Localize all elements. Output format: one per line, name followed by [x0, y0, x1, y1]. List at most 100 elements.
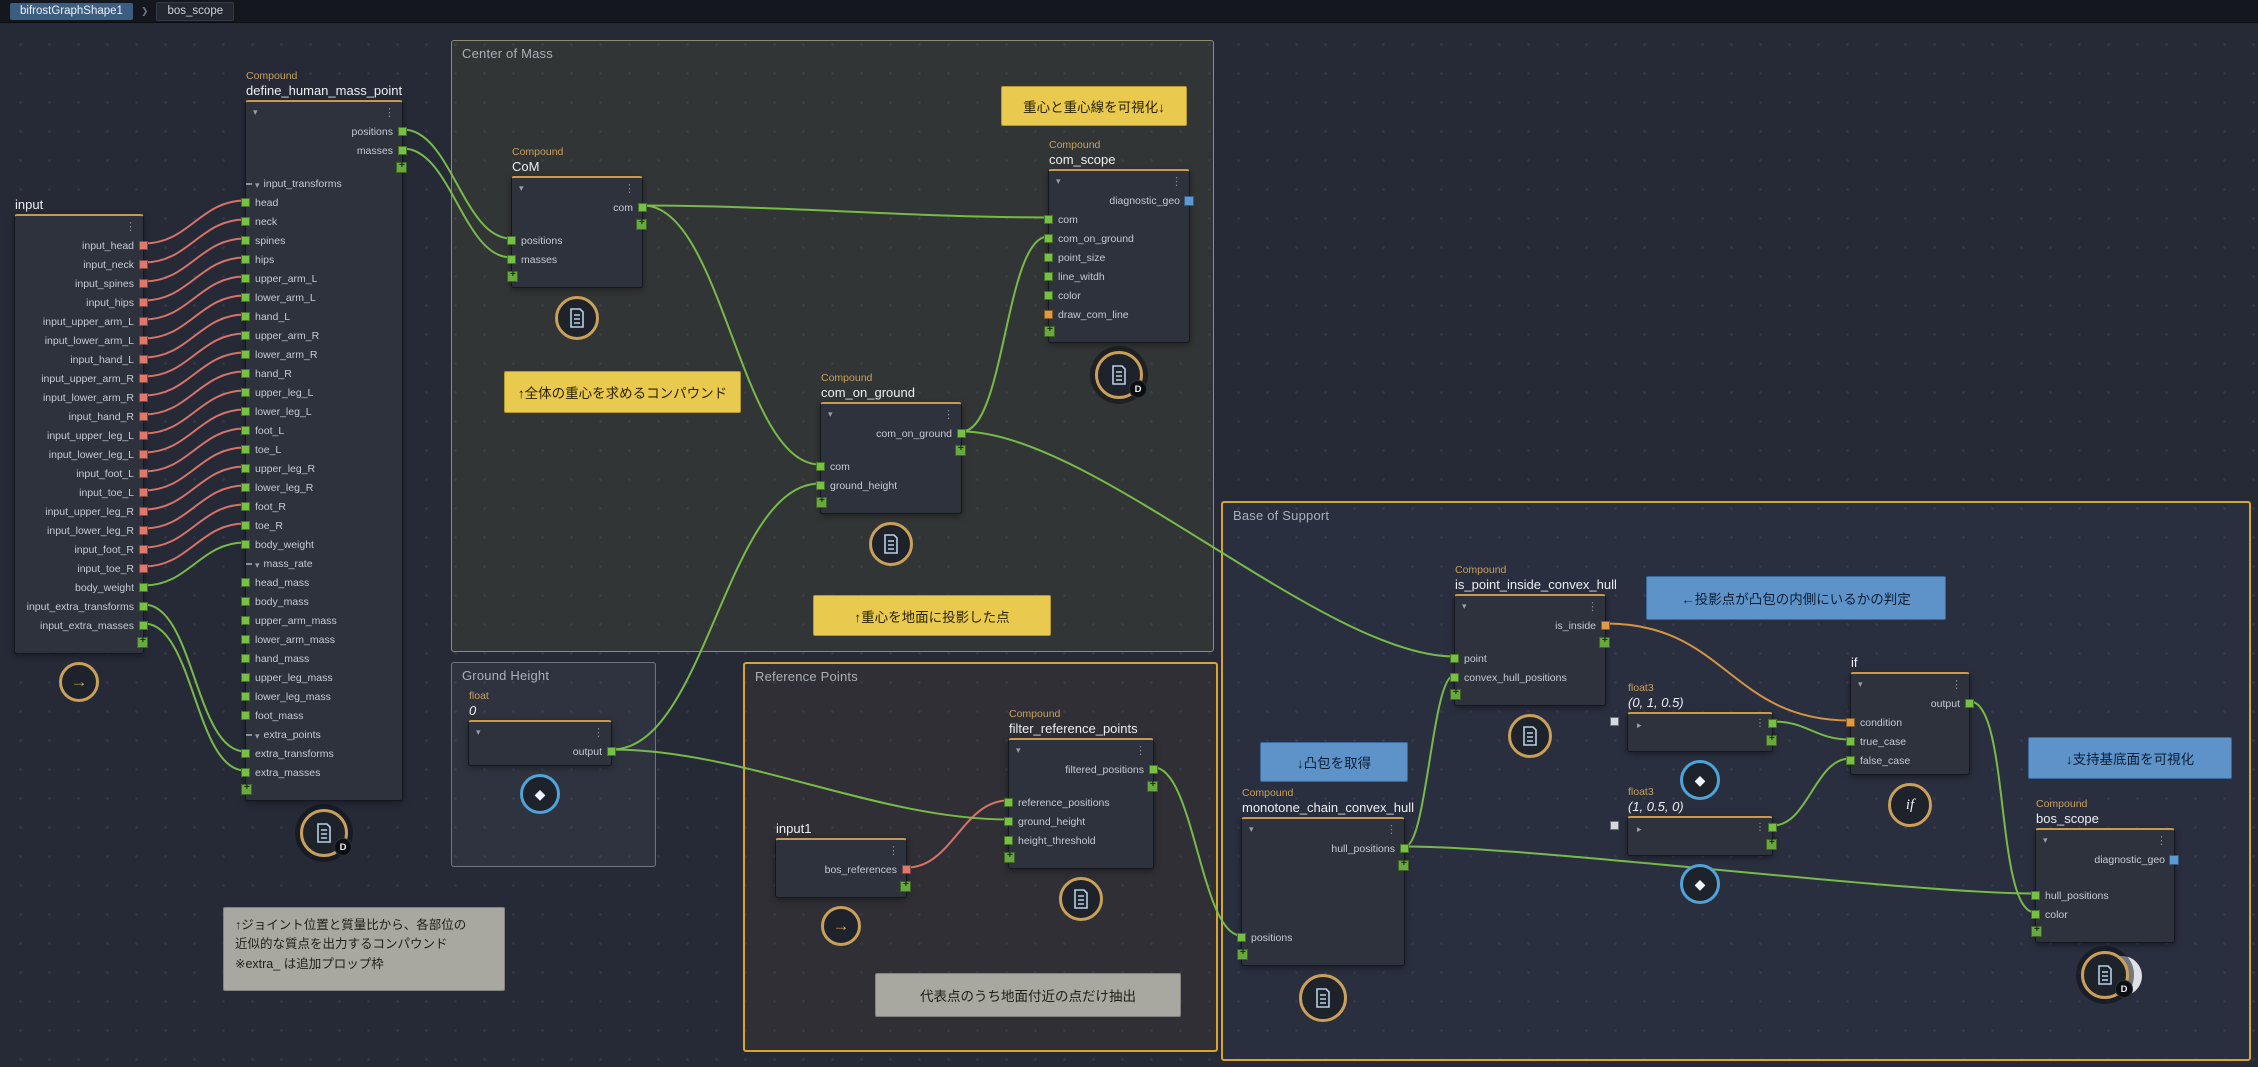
compound-node-icon[interactable]	[1508, 714, 1552, 758]
port-socket[interactable]	[241, 426, 250, 435]
port-socket[interactable]	[1149, 765, 1158, 774]
node-define-human-mass-point[interactable]: Compound define_human_mass_point ▾ ⋮ pos…	[241, 70, 407, 857]
port-socket[interactable]	[1044, 324, 1055, 337]
breadcrumb-current[interactable]: bos_scope	[156, 1, 235, 21]
node-if[interactable]: if ▾ ⋮ output condition true_case false_…	[1846, 656, 1974, 827]
port-socket[interactable]	[398, 127, 407, 136]
annotation-visualize-bos[interactable]: ↓支持基底面を可視化	[2028, 737, 2232, 779]
port-socket[interactable]	[507, 255, 516, 264]
port-socket[interactable]	[137, 635, 148, 648]
wire[interactable]	[143, 237, 246, 283]
node-com-scope[interactable]: Compound com_scope ▾ ⋮ diagnostic_geo co…	[1044, 139, 1194, 399]
port-socket[interactable]	[1147, 779, 1158, 792]
kebab-menu-icon[interactable]: ⋮	[943, 408, 954, 421]
wire[interactable]	[642, 204, 821, 466]
wire[interactable]	[611, 748, 1009, 821]
coll apse-caret-icon[interactable]: ▾	[1056, 175, 1061, 186]
port-socket[interactable]	[1965, 699, 1974, 708]
wire[interactable]	[961, 430, 1455, 658]
port-socket[interactable]	[241, 312, 250, 321]
port-socket[interactable]	[241, 673, 250, 682]
port-socket[interactable]	[139, 412, 148, 421]
port-socket[interactable]	[139, 545, 148, 554]
compound-node-icon[interactable]	[869, 522, 913, 566]
wire[interactable]	[143, 465, 246, 511]
port-socket[interactable]	[241, 692, 250, 701]
value-node-icon[interactable]: ◆	[520, 774, 560, 814]
wire[interactable]	[143, 332, 246, 378]
port-socket[interactable]	[638, 203, 647, 212]
port-socket[interactable]	[241, 388, 250, 397]
port-socket[interactable]	[1450, 654, 1459, 663]
wire[interactable]	[1153, 766, 1242, 937]
port-socket[interactable]	[1044, 253, 1053, 262]
node-float3-b[interactable]: float3 (1, 0.5, 0) ◆	[1610, 786, 1777, 904]
port-socket[interactable]	[241, 749, 250, 758]
node-input[interactable]: input ⋮ input_head input_neck input_spin…	[14, 198, 148, 702]
port-socket[interactable]	[241, 350, 250, 359]
collapse-caret-icon[interactable]: ▾	[1016, 744, 1021, 755]
port-socket[interactable]	[241, 407, 250, 416]
port-socket[interactable]	[1237, 947, 1248, 960]
port-socket[interactable]	[2031, 924, 2042, 937]
port-socket[interactable]	[1450, 687, 1461, 700]
kebab-menu-icon[interactable]: ⋮	[2156, 834, 2167, 847]
port-socket[interactable]	[139, 355, 148, 364]
port-socket[interactable]	[241, 597, 250, 606]
port-socket[interactable]	[816, 481, 825, 490]
value-node-icon[interactable]: ◆	[1680, 760, 1720, 800]
group-center-of-mass[interactable]: Center of Mass	[451, 40, 1214, 652]
port-socket[interactable]	[139, 393, 148, 402]
port-socket[interactable]	[1044, 272, 1053, 281]
port-socket[interactable]	[241, 540, 250, 549]
collapse-caret-icon[interactable]: ▾	[2043, 834, 2048, 845]
wire[interactable]	[1605, 622, 1851, 722]
wire[interactable]	[143, 351, 246, 397]
wire[interactable]	[143, 603, 246, 753]
kebab-menu-icon[interactable]: ⋮	[1135, 744, 1146, 757]
enable-checkbox[interactable]	[1610, 717, 1619, 726]
annotation-inside-check[interactable]: ←投影点が凸包の内側にいるかの判定	[1646, 576, 1946, 620]
port-socket[interactable]	[139, 374, 148, 383]
port-socket[interactable]	[241, 578, 250, 587]
kebab-menu-icon[interactable]: ⋮	[624, 182, 635, 195]
node-com[interactable]: Compound CoM ▾ ⋮ com positions masses	[507, 146, 647, 340]
port-socket[interactable]	[1768, 823, 1777, 832]
port-socket[interactable]	[241, 654, 250, 663]
port-socket[interactable]	[241, 198, 250, 207]
port-socket[interactable]	[1044, 215, 1053, 224]
port-socket[interactable]	[139, 602, 148, 611]
port-socket[interactable]	[241, 502, 250, 511]
port-socket[interactable]	[139, 317, 148, 326]
port-socket[interactable]	[1768, 719, 1777, 728]
port-socket[interactable]	[1846, 756, 1855, 765]
port-socket[interactable]	[607, 747, 616, 756]
port-socket[interactable]	[636, 217, 647, 230]
wire[interactable]	[1969, 700, 2036, 914]
port-socket[interactable]	[241, 464, 250, 473]
port-socket[interactable]	[241, 293, 250, 302]
port-socket[interactable]	[139, 279, 148, 288]
port-socket[interactable]	[955, 443, 966, 456]
port-socket[interactable]	[507, 269, 518, 282]
port-socket[interactable]	[1450, 673, 1459, 682]
port-socket[interactable]	[139, 488, 148, 497]
wire[interactable]	[143, 313, 246, 359]
port-socket[interactable]	[241, 255, 250, 264]
port-socket[interactable]	[139, 298, 148, 307]
port-socket[interactable]	[139, 583, 148, 592]
compound-node-icon[interactable]	[555, 296, 599, 340]
port-socket[interactable]	[241, 711, 250, 720]
port-socket[interactable]	[1400, 844, 1409, 853]
port-socket[interactable]	[1004, 836, 1013, 845]
port-socket[interactable]	[241, 483, 250, 492]
port-socket[interactable]	[241, 616, 250, 625]
port-socket[interactable]	[2031, 891, 2040, 900]
port-socket[interactable]	[1398, 858, 1409, 871]
wire[interactable]	[402, 147, 512, 259]
kebab-menu-icon[interactable]: ⋮	[593, 726, 604, 739]
kebab-menu-icon[interactable]: ⋮	[125, 220, 136, 233]
collapse-caret-icon[interactable]: ▾	[519, 182, 524, 193]
port-socket[interactable]	[1846, 737, 1855, 746]
port-socket[interactable]	[1601, 621, 1610, 630]
